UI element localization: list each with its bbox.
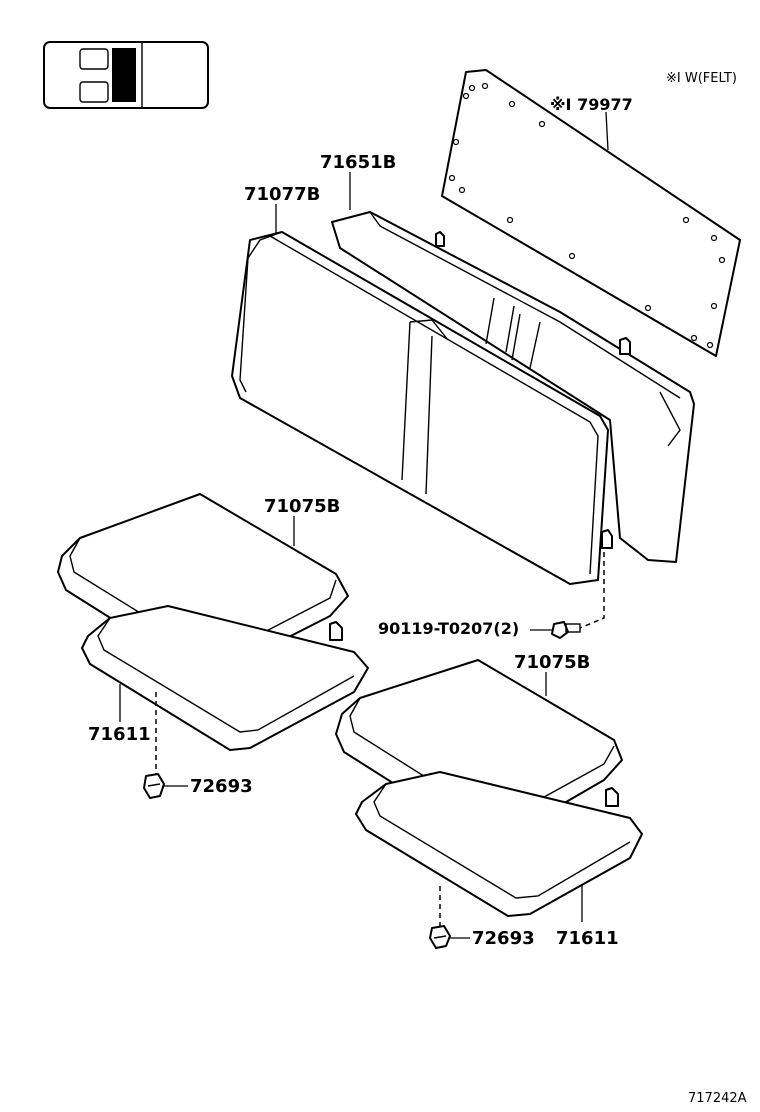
label-72693-left: 72693 <box>190 776 253 797</box>
clip-72693-right-icon <box>429 925 451 949</box>
label-72693-right: 72693 <box>472 928 535 949</box>
clip-72693-left-icon <box>143 773 165 799</box>
assembly-dashed-lines <box>155 552 605 926</box>
felt-panel-79977 <box>441 69 741 357</box>
seat-frame-right-71611 <box>355 771 643 917</box>
label-79977: ※I 79977 <box>550 95 633 114</box>
label-71077b: 71077B <box>244 184 320 205</box>
label-71611-right: 71611 <box>556 928 619 949</box>
label-71651b: 71651B <box>320 152 396 173</box>
label-felt-note: ※I W(FELT) <box>666 71 737 86</box>
label-71611-left: 71611 <box>88 724 151 745</box>
label-71075b-left: 71075B <box>264 496 340 517</box>
seatback-cover-71651b <box>331 211 695 563</box>
bolt-90119-icon <box>551 621 581 639</box>
seat-frame-left-71611 <box>81 605 369 751</box>
diagram-id: 717242A <box>688 1091 747 1106</box>
leader-lines <box>119 111 609 939</box>
vehicle-seat-locator-icon <box>43 41 209 109</box>
seatback-cushion-71077b <box>231 231 609 585</box>
label-90119: 90119-T0207(2) <box>378 619 519 638</box>
label-71075b-right: 71075B <box>514 652 590 673</box>
